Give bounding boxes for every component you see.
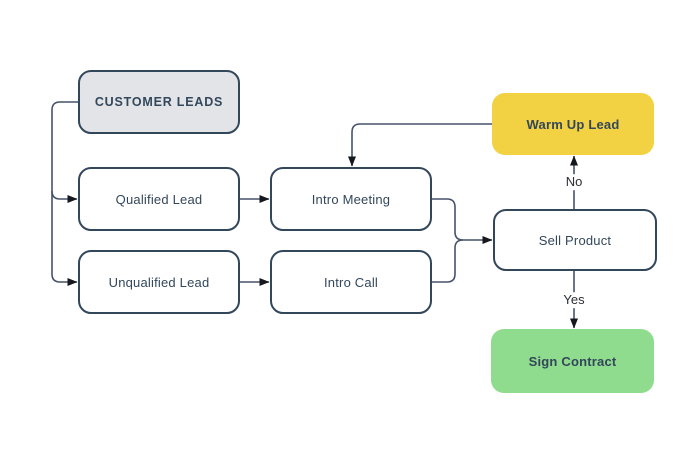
node-sign-contract-label: Sign Contract [528, 353, 617, 369]
node-intro-meeting-label: Intro Meeting [311, 191, 391, 207]
node-sell-product[interactable]: Sell Product [493, 209, 657, 271]
edge-customerleads-qualified [51, 190, 78, 203]
node-warm-up-lead-label: Warm Up Lead [526, 116, 620, 132]
edge-customerleads-unqualified [51, 101, 78, 286]
node-qualified-lead-label: Qualified Lead [115, 191, 203, 207]
node-intro-call[interactable]: Intro Call [270, 250, 432, 314]
edge-label-no: No [562, 174, 586, 190]
node-sell-product-label: Sell Product [538, 232, 612, 248]
edge-label-yes: Yes [560, 292, 588, 308]
node-customer-leads[interactable]: CUSTOMER LEADS [78, 70, 240, 134]
node-qualified-lead[interactable]: Qualified Lead [78, 167, 240, 231]
node-sign-contract[interactable]: Sign Contract [491, 329, 654, 393]
node-warm-up-lead[interactable]: Warm Up Lead [492, 93, 654, 155]
edge-warmuplead-intromeeting [348, 123, 492, 167]
node-unqualified-lead[interactable]: Unqualified Lead [78, 250, 240, 314]
node-intro-meeting[interactable]: Intro Meeting [270, 167, 432, 231]
node-intro-call-label: Intro Call [323, 274, 379, 290]
edge-introcall-sellproduct [432, 239, 464, 283]
edge-intromeeting-sellproduct [432, 198, 493, 244]
node-customer-leads-label: CUSTOMER LEADS [94, 95, 224, 109]
node-unqualified-lead-label: Unqualified Lead [108, 274, 210, 290]
